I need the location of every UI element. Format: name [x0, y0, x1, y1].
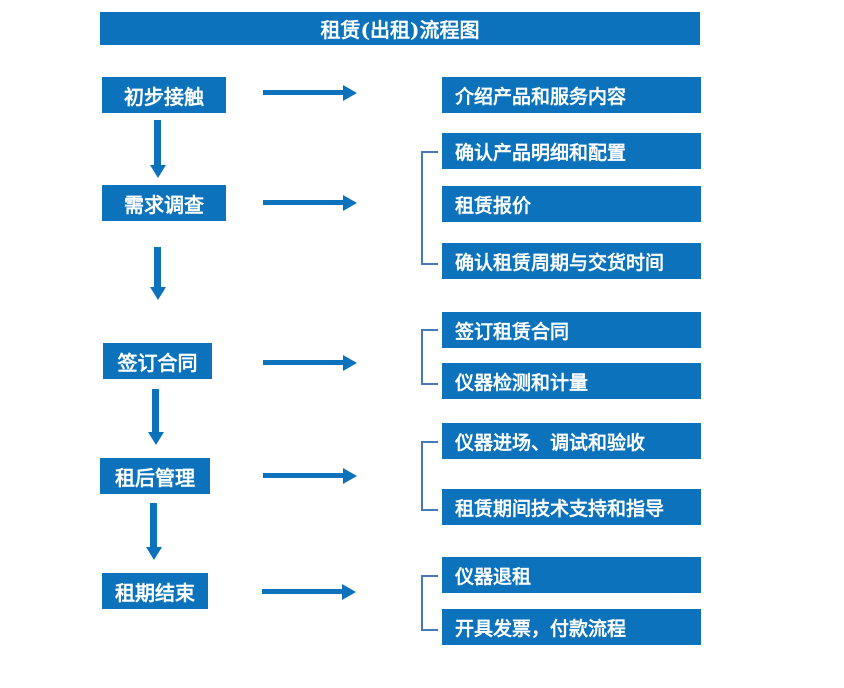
step-box-initial-contact: 初步接触 [102, 77, 226, 113]
detail-box-instrument-testing: 仪器检测和计量 [442, 363, 701, 399]
step-box-post-rental: 租后管理 [100, 458, 210, 494]
down-arrow-connector-1 [154, 120, 161, 165]
group-bracket-sign-contract [421, 329, 438, 385]
detail-box-intro-products: 介绍产品和服务内容 [442, 77, 701, 113]
down-arrow-connector-3 [152, 389, 159, 432]
group-bracket-post-rental [421, 441, 438, 511]
step-box-rental-end: 租期结束 [102, 573, 208, 609]
step-box-sign-contract: 签订合同 [103, 343, 212, 379]
right-arrow-connector-3 [263, 360, 343, 365]
title-bar: 租赁(出租)流程图 [100, 12, 700, 45]
right-arrow-connector-5 [262, 589, 342, 594]
detail-box-confirm-period: 确认租赁周期与交货时间 [442, 243, 701, 279]
down-arrow-connector-2 [154, 247, 161, 287]
detail-box-instrument-return: 仪器退租 [442, 557, 701, 593]
down-arrow-connector-4 [150, 503, 157, 547]
step-box-demand-survey: 需求调查 [102, 185, 226, 221]
detail-box-tech-support: 租赁期间技术支持和指导 [442, 489, 701, 525]
detail-box-confirm-config: 确认产品明细和配置 [442, 133, 701, 169]
right-arrow-connector-1 [263, 90, 343, 95]
detail-box-instrument-setup: 仪器进场、调试和验收 [442, 423, 701, 459]
detail-box-rental-quote: 租赁报价 [442, 186, 701, 222]
right-arrow-connector-4 [263, 473, 343, 478]
group-bracket-rental-end [421, 575, 438, 631]
page-title: 租赁(出租)流程图 [320, 18, 480, 42]
right-arrow-connector-2 [263, 200, 343, 205]
detail-box-sign-rental-contract: 签订租赁合同 [442, 312, 701, 348]
detail-box-invoice-payment: 开具发票，付款流程 [442, 609, 701, 645]
group-bracket-demand-survey [421, 151, 438, 265]
